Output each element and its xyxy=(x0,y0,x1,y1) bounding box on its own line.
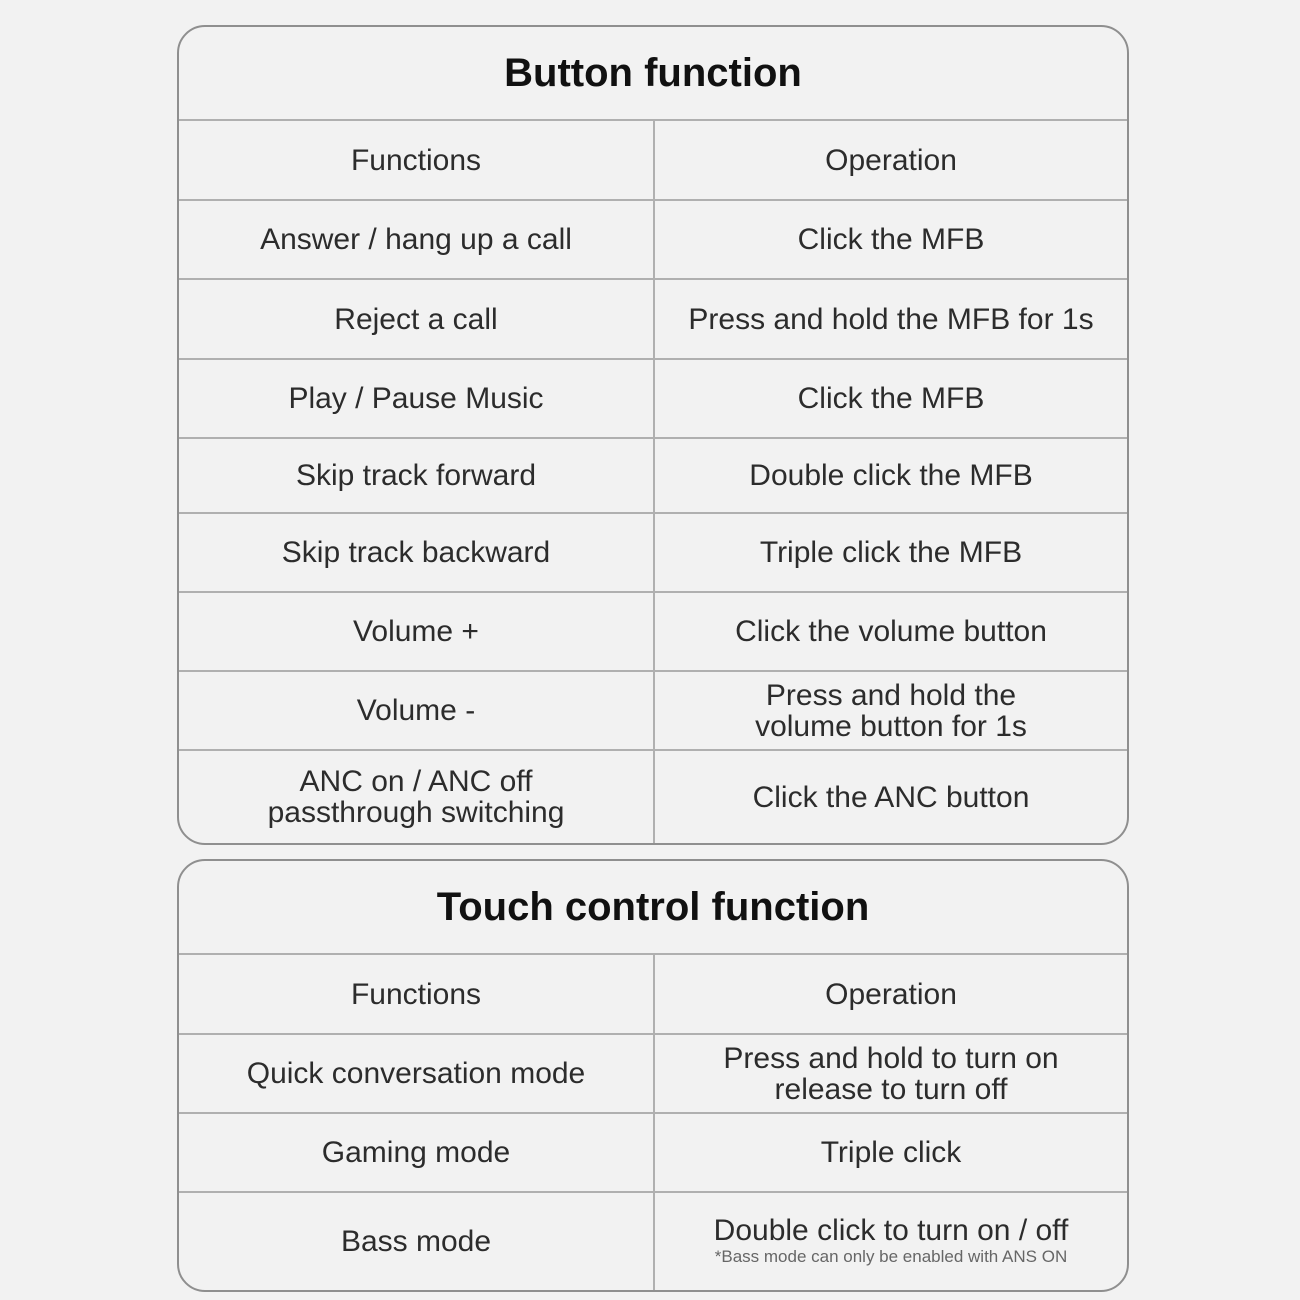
operation-cell-text: Click the volume button xyxy=(735,615,1047,648)
footnote: *Bass mode can only be enabled with ANS … xyxy=(714,1247,1068,1266)
table-row: Skip track forward Double click the MFB xyxy=(179,439,1127,514)
touch-control-function-table: Touch control function Functions Operatio… xyxy=(177,859,1129,1292)
function-cell-text: Gaming mode xyxy=(321,1136,511,1169)
operation-cell-text: Triple click xyxy=(820,1136,962,1169)
function-cell: Gaming mode xyxy=(179,1114,653,1191)
function-cell: Bass mode xyxy=(179,1193,653,1290)
header-operation-text: Operation xyxy=(825,977,957,1011)
function-cell-text: Skip track backward xyxy=(281,536,551,569)
table-row: Gaming mode Triple click xyxy=(179,1114,1127,1193)
header-row: Functions Operation xyxy=(179,955,1127,1035)
table-row: Skip track backward Triple click the MFB xyxy=(179,514,1127,593)
table-row: Quick conversation mode Press and hold to… xyxy=(179,1035,1127,1114)
function-cell: Answer / hang up a call xyxy=(179,201,653,278)
header-functions-text: Functions xyxy=(350,977,482,1011)
table-row: ANC on / ANC off passthrough switching Cl… xyxy=(179,751,1127,843)
operation-cell: Click the ANC button xyxy=(653,751,1127,843)
table-row: Reject a call Press and hold the MFB for … xyxy=(179,280,1127,360)
operation-cell: Triple click the MFB xyxy=(653,514,1127,591)
operation-cell: Click the volume button xyxy=(653,593,1127,670)
operation-cell: Press and hold the volume button for 1s xyxy=(653,672,1127,749)
function-cell-text: Skip track forward xyxy=(295,459,537,492)
operation-cell: Press and hold to turn on release to tur… xyxy=(653,1035,1127,1112)
function-cell-text: Reject a call xyxy=(334,302,498,336)
table-row: Answer / hang up a call Click the MFB xyxy=(179,201,1127,280)
function-cell-text: Volume - xyxy=(356,694,476,727)
header-functions: Functions xyxy=(179,955,653,1033)
function-cell: ANC on / ANC off passthrough switching xyxy=(179,751,653,843)
function-cell-text: Play / Pause Music xyxy=(288,382,544,415)
table-row: Bass mode Double click to turn on / off*B… xyxy=(179,1193,1127,1290)
operation-cell-text: Double click to turn on / off xyxy=(713,1214,1069,1247)
function-cell-text: Volume + xyxy=(353,615,479,648)
function-cell-text: Answer / hang up a call xyxy=(260,223,572,256)
operation-cell-text: Triple click the MFB xyxy=(759,536,1023,569)
function-cell: Volume + xyxy=(179,593,653,670)
function-cell: Skip track backward xyxy=(179,514,653,591)
function-cell: Skip track forward xyxy=(179,439,653,512)
function-cell-text: ANC on / ANC off passthrough switching xyxy=(267,765,565,829)
header-row: Functions Operation xyxy=(179,121,1127,201)
function-cell-text: Quick conversation mode xyxy=(246,1057,586,1090)
operation-cell-text: Press and hold to turn on release to tur… xyxy=(723,1041,1059,1106)
table-row: Volume + Click the volume button xyxy=(179,593,1127,672)
operation-cell-text: Press and hold the volume button for 1s xyxy=(755,678,1027,743)
table-row: Play / Pause Music Click the MFB xyxy=(179,360,1127,439)
function-cell: Volume - xyxy=(179,672,653,749)
function-cell: Quick conversation mode xyxy=(179,1035,653,1112)
operation-cell: Triple click xyxy=(653,1114,1127,1191)
function-cell-text: Bass mode xyxy=(340,1225,492,1258)
operation-cell-text: Press and hold the MFB for 1s xyxy=(688,302,1094,336)
operation-cell-text: Click the MFB xyxy=(797,382,985,415)
table-row: Volume - Press and hold the volume button… xyxy=(179,672,1127,751)
operation-cell-text: Double click the MFB xyxy=(749,459,1033,492)
header-operation-text: Operation xyxy=(825,143,957,177)
operation-cell: Click the MFB xyxy=(653,360,1127,437)
function-cell: Reject a call xyxy=(179,280,653,358)
header-operation: Operation xyxy=(653,121,1127,199)
operation-cell: Double click to turn on / off*Bass mode … xyxy=(653,1193,1127,1290)
operation-cell-text: Click the ANC button xyxy=(752,780,1030,814)
operation-cell: Press and hold the MFB for 1s xyxy=(653,280,1127,358)
table-title: Button function xyxy=(179,27,1127,121)
operation-cell: Click the MFB xyxy=(653,201,1127,278)
operation-cell-text: Click the MFB xyxy=(797,223,985,256)
header-operation: Operation xyxy=(653,955,1127,1033)
table-title: Touch control function xyxy=(179,861,1127,955)
operation-cell: Double click the MFB xyxy=(653,439,1127,512)
header-functions: Functions xyxy=(179,121,653,199)
function-cell: Play / Pause Music xyxy=(179,360,653,437)
header-functions-text: Functions xyxy=(350,143,482,177)
